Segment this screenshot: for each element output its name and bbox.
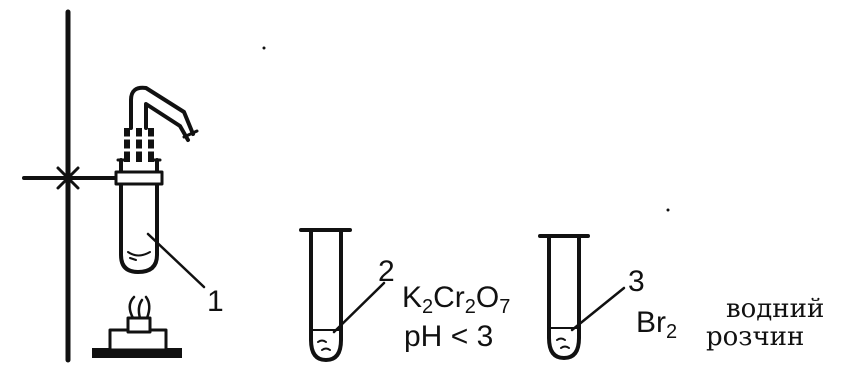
alcohol-burner [92, 295, 182, 358]
bromine-formula: Br2 [636, 306, 678, 343]
speck [666, 208, 670, 212]
solution-word: розчин [706, 322, 805, 352]
clamp-ring [114, 170, 164, 186]
tube-3-label: 3 [628, 265, 645, 298]
leader-line-1 [146, 232, 206, 289]
potassium-dichromate-formula: K2Cr2O7 [402, 281, 511, 318]
clamp-knot [54, 166, 82, 190]
tube-1-label: 1 [207, 285, 224, 318]
test-tube-3 [538, 234, 590, 360]
rubber-stopper [120, 128, 158, 162]
leader-line-2 [332, 281, 386, 334]
ph-condition: pH < 3 [404, 320, 494, 353]
gas-outlet-tube [129, 85, 199, 142]
less-than-sign: < [450, 320, 469, 353]
test-tube-2 [299, 228, 352, 362]
tube-2-label: 2 [378, 255, 395, 288]
speck [262, 46, 266, 50]
aqueous-word: водний [726, 294, 825, 324]
leader-line-3 [570, 286, 626, 332]
